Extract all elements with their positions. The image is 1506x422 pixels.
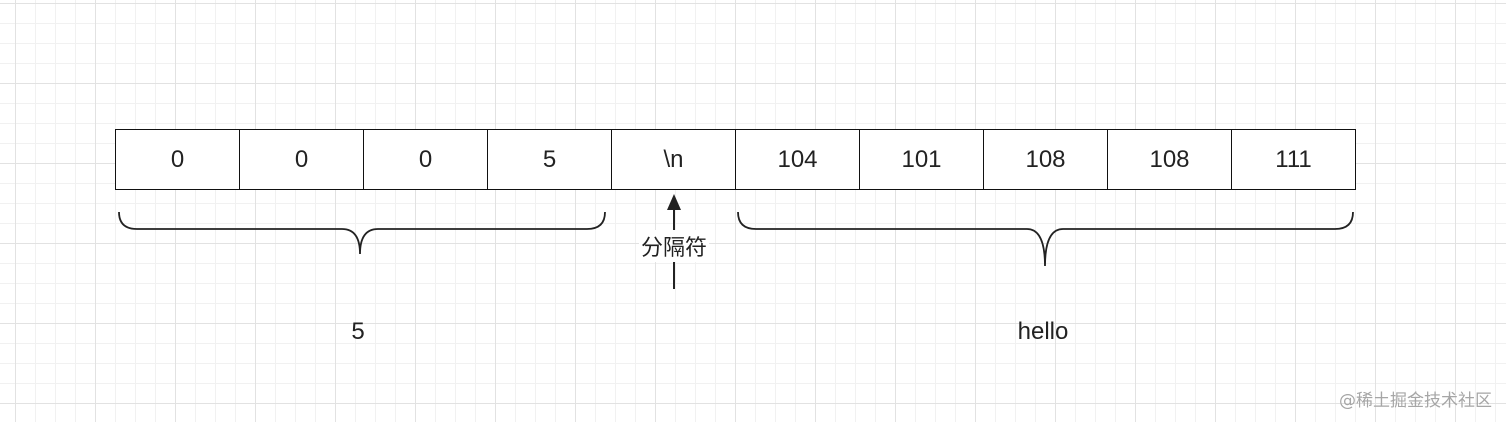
byte-cell: 5: [488, 130, 612, 189]
byte-cell: 0: [240, 130, 364, 189]
byte-cell: 108: [984, 130, 1108, 189]
byte-cell: 111: [1232, 130, 1356, 189]
watermark: @稀土掘金技术社区: [1339, 391, 1492, 411]
payload-brace: [737, 211, 1354, 267]
length-label: 5: [351, 318, 365, 345]
byte-cell: 104: [736, 130, 860, 189]
separator-arrowhead: [667, 194, 681, 210]
byte-cell: 0: [116, 130, 240, 189]
payload-label: hello: [1017, 318, 1069, 345]
separator-label: 分隔符: [638, 230, 710, 262]
length-brace: [118, 211, 606, 255]
byte-array: 0 0 0 5 \n 104 101 108 108 111: [115, 129, 1356, 190]
separator-cell: \n: [612, 130, 736, 189]
byte-cell: 108: [1108, 130, 1232, 189]
byte-cell: 101: [860, 130, 984, 189]
byte-cell: 0: [364, 130, 488, 189]
